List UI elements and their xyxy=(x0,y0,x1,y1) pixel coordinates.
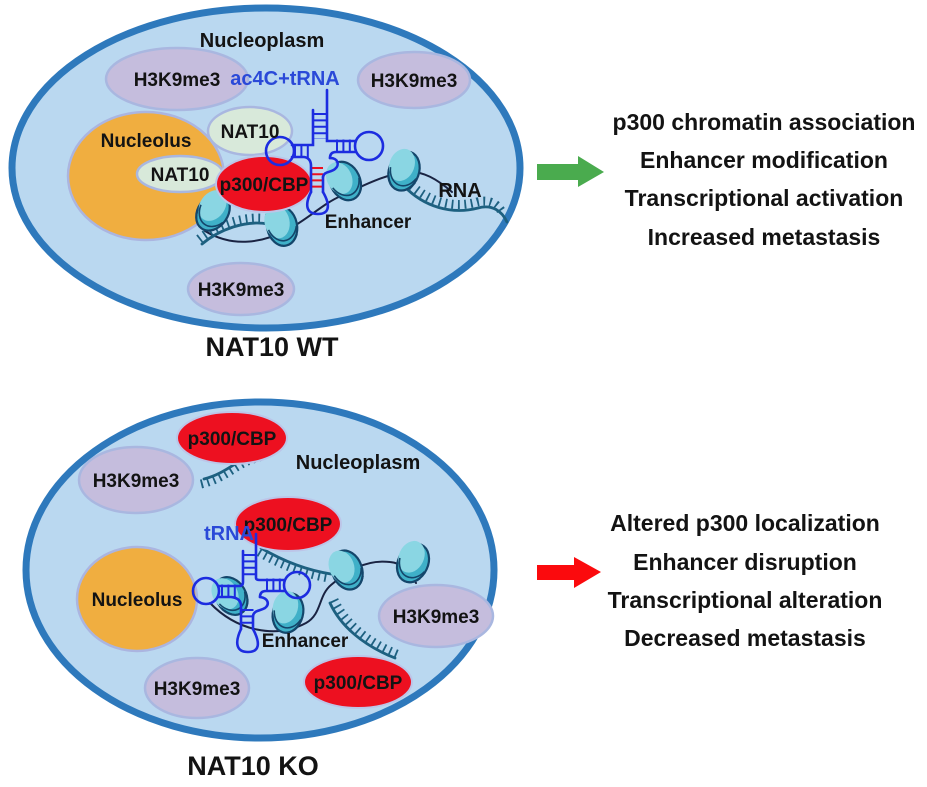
ko-trna-t-loop xyxy=(282,570,312,600)
ko-p300-oval-top xyxy=(176,411,288,465)
ko-trna-rail-1 xyxy=(254,532,286,582)
ko-h3k9me3-oval-topleft xyxy=(77,445,195,515)
wt-trna-t-loop xyxy=(353,130,385,162)
ko-rna-mid-strand xyxy=(259,546,333,576)
wt-trna-hook xyxy=(321,156,340,179)
ko-h3k9me3-label-topleft: H3K9me3 xyxy=(93,471,180,492)
wt-p300-label: p300/CBP xyxy=(220,175,309,196)
wt-trna-d-loop xyxy=(264,135,296,167)
panel-nat10-ko: Nucleoplasm H3K9me3 H3K9me3 H3K9me3 Nucl… xyxy=(22,398,498,781)
ko-outcome-3: Transcriptional alteration xyxy=(608,587,883,613)
wt-trna-rail-1 xyxy=(325,88,357,143)
wt-ac4c-trna-label: ac4C+tRNA xyxy=(230,68,339,90)
ko-trna-rail-3 xyxy=(217,595,243,631)
ko-rna-bottom-ticks xyxy=(329,598,401,660)
wt-enhancer-label: Enhancer xyxy=(325,212,412,233)
wt-rna-strand xyxy=(402,184,509,224)
ko-h3k9me3-label-right: H3K9me3 xyxy=(393,607,480,628)
ko-red-arrow xyxy=(537,557,601,588)
wt-nucleoplasm-label: Nucleoplasm xyxy=(200,30,324,52)
wt-outcome-1: p300 chromatin association xyxy=(613,109,916,135)
wt-trna-anticodon-loop xyxy=(305,190,330,216)
ko-caption: NAT10 KO xyxy=(187,751,319,781)
ko-nucleolus-label: Nucleolus xyxy=(92,590,183,611)
ko-h3k9me3-label-bottom: H3K9me3 xyxy=(154,679,241,700)
wt-nat10-oval-free xyxy=(206,105,294,157)
wt-outcome-4: Increased metastasis xyxy=(648,224,881,250)
ko-outcome-2: Enhancer disruption xyxy=(633,549,857,575)
ko-trna-rail-2 xyxy=(217,549,245,588)
ko-p300-oval-center xyxy=(234,496,342,552)
wt-h3k9me3-oval-topright xyxy=(356,50,472,110)
wt-h3k9me3-label-topleft: H3K9me3 xyxy=(134,70,221,91)
ko-trna-label: tRNA xyxy=(204,523,254,545)
ko-p300-label-bottom: p300/CBP xyxy=(314,673,403,694)
panel-nat10-wt: Nucleoplasm H3K9me3 H3K9me3 H3K9me3 Nucl… xyxy=(8,4,524,362)
wt-rna-label: RNA xyxy=(438,180,481,202)
ko-trna-anticodon-loop xyxy=(235,627,260,654)
ko-p300-oval-bottom xyxy=(303,655,413,709)
wt-trna-rail-2 xyxy=(290,108,315,147)
ko-trna-d-loop xyxy=(191,576,221,606)
wt-h3k9me3-label-topright: H3K9me3 xyxy=(371,71,458,92)
wt-nucleolus-label: Nucleolus xyxy=(101,131,192,152)
wt-outcomes-list: p300 chromatin association Enhancer modi… xyxy=(613,109,916,250)
ko-h3k9me3-oval-bottom xyxy=(143,656,251,720)
wt-green-arrow xyxy=(537,156,604,187)
ko-rna-mid-ticks xyxy=(256,548,330,583)
wt-caption: NAT10 WT xyxy=(206,332,340,362)
ko-trna-structure xyxy=(191,532,312,654)
wt-nat10-label-nucleolus: NAT10 xyxy=(151,165,210,186)
wt-nat10-label-free: NAT10 xyxy=(221,122,280,143)
ko-rna-bottom-strand xyxy=(328,601,397,660)
ko-outcome-4: Decreased metastasis xyxy=(624,625,866,651)
wt-outcome-3: Transcriptional activation xyxy=(625,185,904,211)
ko-p300-label-center: p300/CBP xyxy=(244,515,333,536)
wt-outcome-2: Enhancer modification xyxy=(640,147,888,173)
wt-h3k9me3-oval-bottom xyxy=(186,261,296,317)
ko-enhancer-label: Enhancer xyxy=(262,631,349,652)
wt-trna-rail-3 xyxy=(290,155,313,194)
ko-nucleoplasm-label: Nucleoplasm xyxy=(296,452,420,474)
wt-trna-structure xyxy=(264,88,385,216)
wt-rna-ticks xyxy=(403,177,508,217)
wt-h3k9me3-oval-topleft xyxy=(104,46,250,112)
ko-h3k9me3-oval-right xyxy=(377,583,495,649)
ko-p300-label-top: p300/CBP xyxy=(188,429,277,450)
wt-h3k9me3-label-bottom: H3K9me3 xyxy=(198,280,285,301)
ko-trna-hook xyxy=(251,595,270,618)
ko-outcomes-list: Altered p300 localization Enhancer disru… xyxy=(608,510,883,651)
ko-outcome-1: Altered p300 localization xyxy=(610,510,880,536)
